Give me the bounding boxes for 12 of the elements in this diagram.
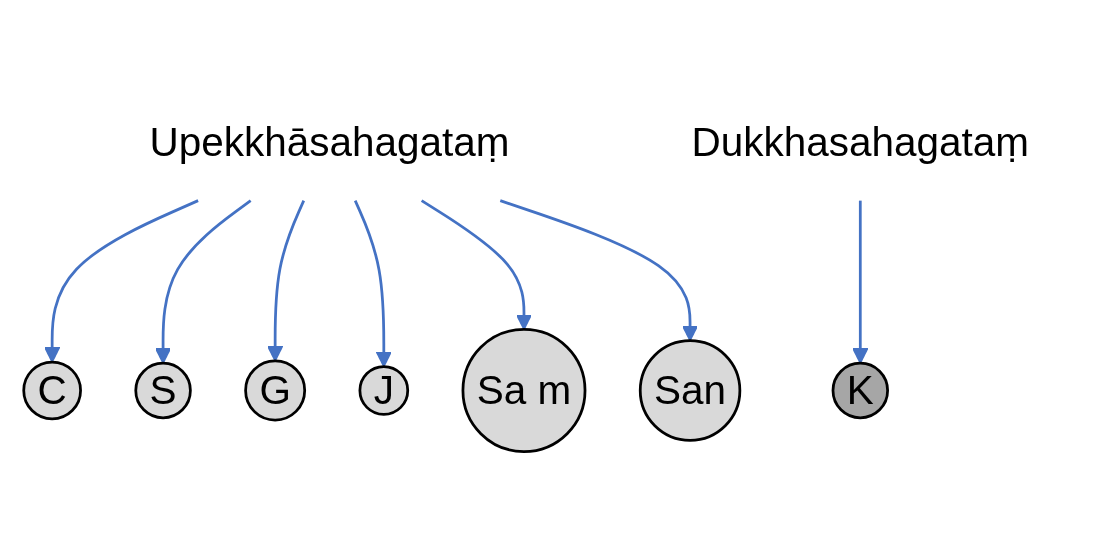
- node-text: Upekkhāsahagataṃ: [148, 120, 510, 167]
- node-text: Dukkhasahagataṃ: [691, 120, 1029, 167]
- node-circle: S: [133, 362, 192, 420]
- arrow: [353, 200, 392, 368]
- arrow: [499, 199, 698, 342]
- node-circle: J: [358, 365, 409, 417]
- node-circle: K: [831, 362, 889, 420]
- node-circle: San: [638, 339, 741, 443]
- node-circle: Sa m: [461, 328, 586, 454]
- arrow: [420, 199, 532, 331]
- node-circle: G: [243, 359, 306, 422]
- node-circle: C: [21, 361, 82, 421]
